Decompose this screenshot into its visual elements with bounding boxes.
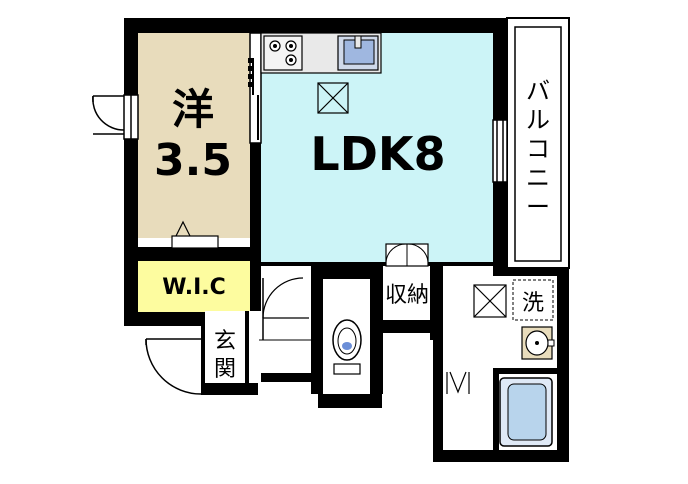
- balcony-char-2: ル: [526, 106, 550, 134]
- ldk-label: LDK8: [310, 127, 445, 181]
- range-hood-mark: [317, 82, 349, 114]
- stove: [263, 35, 303, 71]
- washer-space: [473, 284, 507, 318]
- toilet-fixture: [332, 319, 362, 375]
- bathtub: [499, 377, 553, 447]
- entrance-label-top: 玄: [214, 329, 236, 354]
- entrance-label-bottom: 関: [214, 357, 236, 382]
- western-room-label: 洋: [172, 85, 214, 134]
- western-room-size: 3.5: [154, 135, 232, 186]
- balcony-char-3: コ: [526, 135, 550, 163]
- wic-room: [138, 261, 250, 312]
- wic-label: W.I.C: [162, 275, 226, 300]
- balcony-label: バ ル コ ニ ー: [526, 77, 550, 221]
- hallway: [261, 266, 311, 373]
- balcony-char-5: ー: [526, 193, 550, 221]
- balcony-char-4: ニ: [526, 164, 550, 192]
- washroom-label: 洗: [522, 291, 544, 316]
- balcony-char-1: バ: [526, 77, 550, 105]
- western-room: [138, 33, 250, 238]
- storage-label: 収納: [385, 283, 429, 308]
- wash-basin: [521, 326, 555, 360]
- storage-room: [383, 266, 430, 320]
- entrance: [205, 311, 245, 383]
